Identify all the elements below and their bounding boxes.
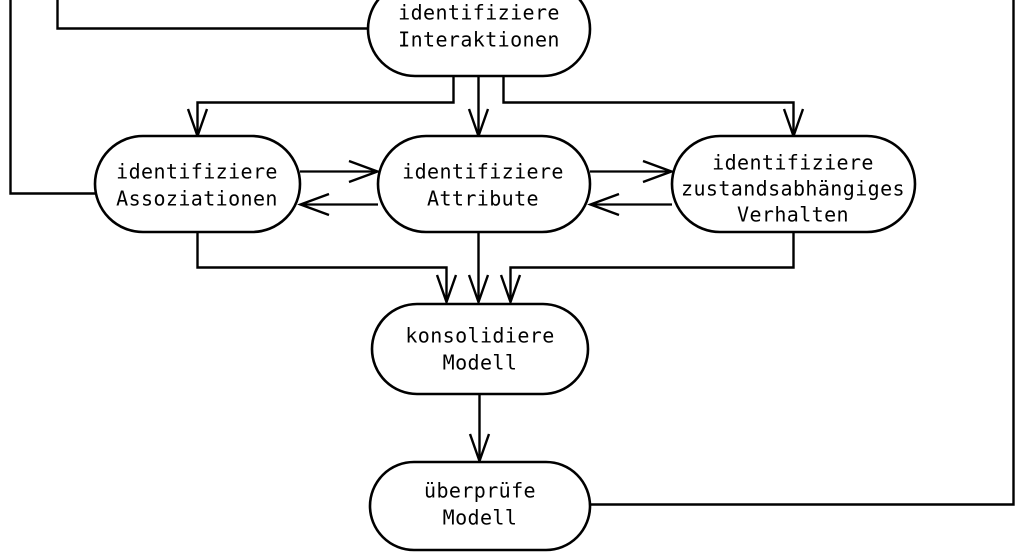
node-shape-attribute bbox=[376, 134, 592, 234]
edge-interaktionen-to-assoziationen bbox=[196, 76, 455, 135]
node-label-konsolidiere-line2: Modell bbox=[443, 351, 518, 375]
arrowhead-assoziationen-to-attribute bbox=[348, 159, 381, 184]
arrowhead-attribute-to-konsolidiere bbox=[467, 274, 490, 306]
arrowhead-attribute-to-verhalten bbox=[642, 159, 675, 184]
edge-offscreen-left-to-assoziationen bbox=[9, 0, 97, 195]
node-shape-ueberpruefe bbox=[368, 460, 592, 552]
node-identifiziere-interaktionen[interactable]: identifiziere Interaktionen bbox=[366, 0, 592, 78]
node-konsolidiere-modell[interactable]: konsolidiere Modell bbox=[370, 302, 590, 396]
node-shape-verhalten bbox=[670, 134, 917, 234]
node-shape-interaktionen bbox=[366, 0, 592, 78]
edge-interaktionen-feedback-left bbox=[56, 0, 369, 30]
node-ueberpruefe-modell[interactable]: überprüfe Modell bbox=[368, 460, 592, 552]
node-label-attribute-line1: identifiziere bbox=[402, 160, 564, 184]
arrowhead-attribute-to-assoziationen bbox=[297, 192, 330, 217]
arrowhead-assoziationen-to-konsolidiere bbox=[435, 274, 458, 306]
arrowhead-verhalten-to-konsolidiere bbox=[499, 274, 522, 306]
edge-verhalten-to-konsolidiere bbox=[509, 232, 795, 300]
edge-interaktionen-to-verhalten bbox=[502, 76, 795, 135]
node-label-assoziationen-line1: identifiziere bbox=[116, 160, 278, 184]
node-label-verhalten-line1: identifiziere bbox=[712, 151, 874, 175]
node-shape-assoziationen bbox=[93, 134, 302, 234]
arrowhead-verhalten-to-attribute bbox=[587, 192, 620, 217]
node-shape-konsolidiere bbox=[370, 302, 590, 396]
node-label-interaktionen-line1: identifiziere bbox=[398, 1, 560, 25]
node-label-ueberpruefe-line2: Modell bbox=[443, 506, 518, 530]
node-identifiziere-attribute[interactable]: identifiziere Attribute bbox=[376, 134, 592, 234]
node-identifiziere-assoziationen[interactable]: identifiziere Assoziationen bbox=[93, 134, 302, 234]
edge-ueberpruefe-feedback-right bbox=[589, 0, 1015, 506]
node-identifiziere-zustandsabhaengiges-verhalten[interactable]: identifiziere zustandsabhängiges Verhalt… bbox=[670, 134, 917, 234]
node-label-verhalten-line2: zustandsabhängiges bbox=[681, 177, 905, 201]
node-label-ueberpruefe-line1: überprüfe bbox=[424, 479, 536, 503]
node-label-attribute-line2: Attribute bbox=[427, 187, 539, 211]
node-label-verhalten-line3: Verhalten bbox=[737, 203, 849, 227]
edge-assoziationen-to-konsolidiere bbox=[196, 232, 448, 300]
node-label-assoziationen-line2: Assoziationen bbox=[116, 187, 278, 211]
node-label-interaktionen-line2: Interaktionen bbox=[398, 28, 560, 52]
node-label-konsolidiere-line1: konsolidiere bbox=[405, 324, 554, 348]
